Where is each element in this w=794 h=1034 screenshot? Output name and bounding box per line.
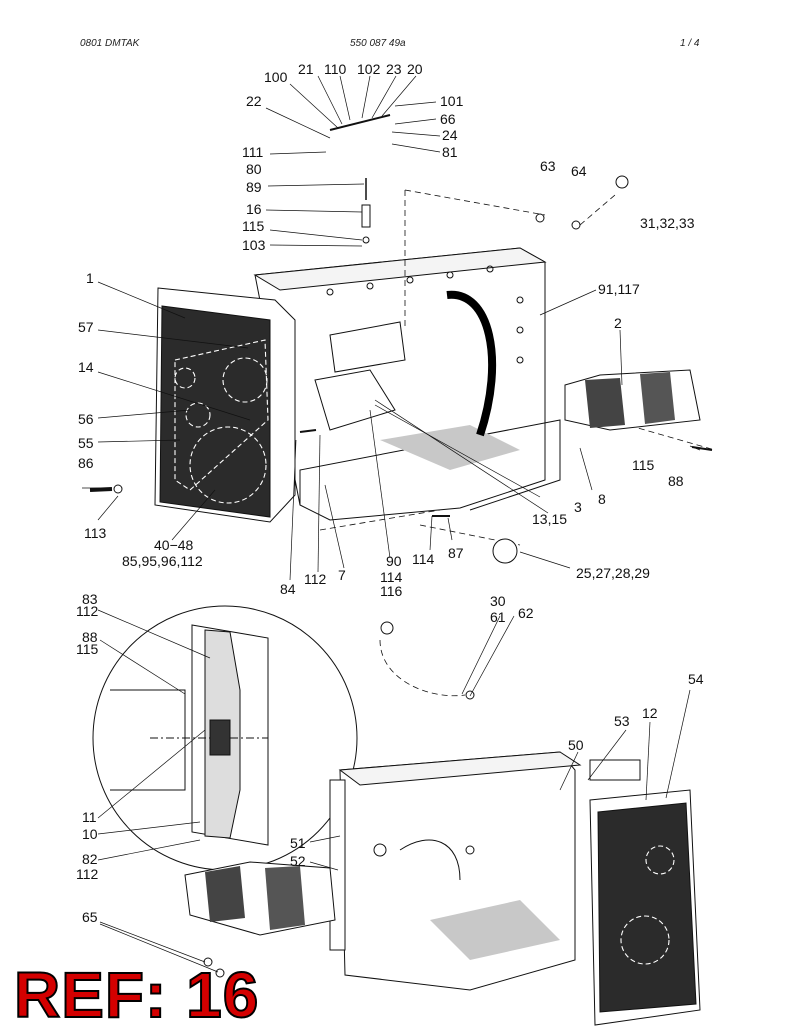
callout-63: 63 — [540, 158, 556, 174]
callout-114-a: 114 — [380, 569, 403, 585]
callout-11: 11 — [82, 809, 97, 825]
callout-61: 61 — [490, 609, 506, 625]
header-doc-code: 0801 DMTAK — [80, 38, 140, 49]
callout-82: 82 — [82, 851, 98, 867]
callout-115-top: 115 — [242, 218, 265, 234]
callout-115-right: 115 — [632, 457, 655, 473]
callout-87: 87 — [448, 545, 464, 561]
callout-2: 2 — [614, 315, 622, 331]
callout-31-32-33: 31,32,33 — [640, 215, 695, 231]
callout-112-detail-top: 112 — [76, 603, 99, 619]
coupling-detail-view — [92, 605, 358, 871]
callout-12: 12 — [642, 705, 658, 721]
lower-engine-assembly — [184, 621, 701, 1026]
callout-85-95-96-112: 85,95,96,112 — [122, 553, 203, 569]
callout-113: 113 — [84, 525, 107, 541]
callout-54: 54 — [688, 671, 704, 687]
callout-labels: 100 21 110 102 23 20 101 22 66 24 111 81… — [76, 61, 704, 925]
callout-14: 14 — [78, 359, 94, 375]
callout-116: 116 — [380, 583, 403, 599]
callout-111: 111 — [242, 144, 263, 160]
callout-13-15: 13,15 — [532, 511, 567, 527]
callout-7: 7 — [338, 567, 346, 583]
callout-81: 81 — [442, 144, 458, 160]
callout-62: 62 — [518, 605, 534, 621]
upper-engine-assembly — [89, 114, 716, 564]
callout-112-detail-bottom: 112 — [76, 866, 99, 882]
callout-25-27-28-29: 25,27,28,29 — [576, 565, 650, 581]
callout-103: 103 — [242, 237, 266, 253]
callout-114-b: 114 — [412, 551, 435, 567]
header-page-indicator: 1 / 4 — [680, 38, 700, 49]
callout-83: 83 — [82, 591, 98, 607]
callout-112-mid: 112 — [304, 571, 327, 587]
callout-10: 10 — [82, 826, 98, 842]
callout-56: 56 — [78, 411, 94, 427]
callout-65: 65 — [82, 909, 98, 925]
leader-lines — [82, 75, 701, 973]
callout-1: 1 — [86, 270, 94, 286]
ref-label: REF: 16 — [13, 959, 260, 1031]
callout-86: 86 — [78, 455, 94, 471]
callout-50: 50 — [568, 737, 584, 753]
callout-110: 110 — [324, 61, 347, 77]
header-part-number: 550 087 49a — [350, 38, 406, 49]
callout-89: 89 — [246, 179, 262, 195]
callout-53: 53 — [614, 713, 630, 729]
callout-22: 22 — [246, 93, 262, 109]
callout-55: 55 — [78, 435, 94, 451]
callout-3: 3 — [574, 499, 582, 515]
callout-90: 90 — [386, 553, 402, 569]
callout-23: 23 — [386, 61, 402, 77]
callout-91-117: 91,117 — [598, 281, 640, 297]
callout-84: 84 — [280, 581, 296, 597]
callout-88-detail: 88 — [82, 629, 98, 645]
callout-100: 100 — [264, 69, 288, 85]
callout-52: 52 — [290, 853, 306, 869]
callout-80: 80 — [246, 161, 262, 177]
callout-102: 102 — [357, 61, 381, 77]
callout-40-48: 40−48 — [154, 537, 194, 553]
callout-30: 30 — [490, 593, 506, 609]
callout-8: 8 — [598, 491, 606, 507]
callout-66: 66 — [440, 111, 456, 127]
callout-115-detail: 115 — [76, 641, 99, 657]
callout-101: 101 — [440, 93, 464, 109]
callout-16: 16 — [246, 201, 262, 217]
callout-51: 51 — [290, 835, 306, 851]
callout-24: 24 — [442, 127, 458, 143]
callout-64: 64 — [571, 163, 587, 179]
callout-57: 57 — [78, 319, 94, 335]
callout-88-right: 88 — [668, 473, 684, 489]
callout-21: 21 — [298, 61, 314, 77]
callout-20: 20 — [407, 61, 423, 77]
